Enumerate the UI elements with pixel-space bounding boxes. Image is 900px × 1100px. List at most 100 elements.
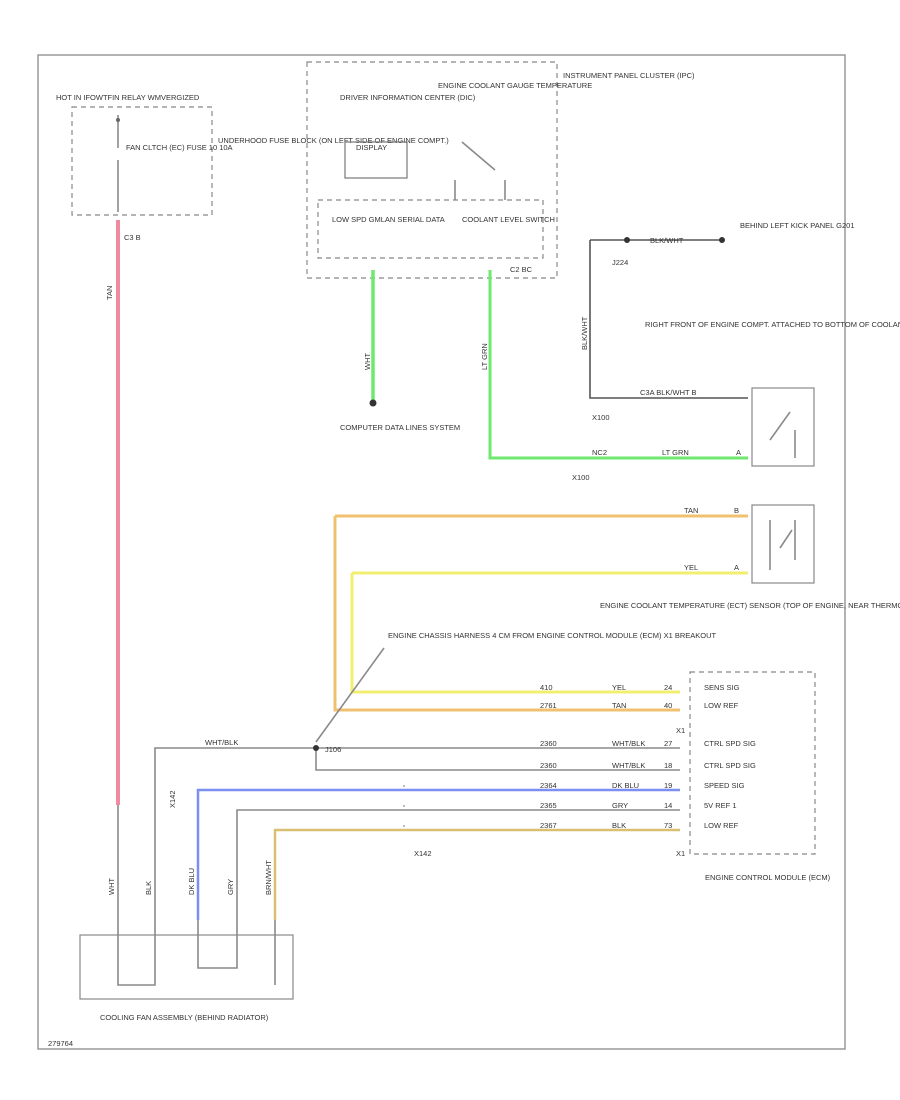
ect-sensor-label: ENGINE COOLANT TEMPERATURE (ECT) SENSOR …: [600, 601, 900, 610]
splice-wire-bottom: [315, 748, 680, 771]
fan-wire-label: BLK: [144, 881, 153, 895]
level-sensor-box: [751, 387, 815, 467]
ecm-pin-number: 73: [664, 821, 672, 830]
dic-display: [344, 141, 408, 179]
splice-wire-top: [154, 747, 680, 805]
diagram-frame: [37, 54, 846, 1050]
fuse-symbol: FAN CLTCH (EC) FUSE 10 10A: [116, 115, 233, 212]
ecm-title: ENGINE CONTROL MODULE (ECM): [705, 873, 831, 882]
ecm-pin-circuit: 410: [540, 683, 553, 692]
ect-sensor-box: [751, 504, 815, 584]
ecm-pin-number: 24: [664, 683, 672, 692]
ecm-pin-color: YEL: [612, 683, 626, 692]
ground-splice-dot: [624, 237, 630, 243]
pink-wire-label: TAN: [105, 286, 114, 300]
ecm-pin-number: 18: [664, 761, 672, 770]
level-connector-2: X100: [572, 473, 590, 482]
ecm-pin-number: 19: [664, 781, 672, 790]
fan-wire-label: BRN/WHT: [264, 860, 273, 895]
serial-label: LOW SPD GMLAN SERIAL DATA: [332, 215, 445, 224]
ect-sensor-symbol: [769, 520, 796, 570]
svg-text:FAN CLTCH (EC) FUSE 10 10A: FAN CLTCH (EC) FUSE 10 10A: [126, 143, 233, 152]
dic-label: DRIVER INFORMATION CENTER (DIC): [340, 93, 476, 102]
ecm-pin-label: LOW REF: [704, 821, 739, 830]
figure-id: 279764: [48, 1039, 73, 1048]
data-wire-label: WHT: [363, 353, 372, 370]
ecm-pin-label: 5V REF 1: [704, 801, 737, 810]
ect-tan-wire: [333, 514, 748, 712]
fan-wire-label: DK BLU: [187, 868, 196, 895]
fan-wire-label: WHT: [107, 878, 116, 895]
level-sensor-gnd: C3A BLK/WHT B: [640, 388, 697, 397]
ecm-pin-color: WHT/BLK: [612, 739, 645, 748]
ecm-pin-circuit: 2365: [540, 801, 557, 810]
gauge-switch: [454, 141, 506, 200]
ect-wire1-color: TAN: [684, 506, 698, 515]
ecm-pin-number: 40: [664, 701, 672, 710]
ecm-pin-number: 14: [664, 801, 672, 810]
data-system-label: COMPUTER DATA LINES SYSTEM: [340, 423, 460, 432]
fan-assembly-box: [79, 934, 294, 1000]
ecm-pin-label: SPEED SIG: [704, 781, 745, 790]
ecm-pin-color: TAN: [612, 701, 626, 710]
ground-wire: [589, 239, 748, 399]
ect-wire2-pin: A: [734, 563, 739, 572]
ipc-connector: C2 BC: [510, 265, 533, 274]
ecm-pin-color: DK BLU: [612, 781, 639, 790]
ecm-pin-label: CTRL SPD SIG: [704, 739, 756, 748]
level-wire: [488, 270, 748, 460]
ecm-pin-circuit: 2761: [540, 701, 557, 710]
level-sensor-label: RIGHT FRONT OF ENGINE COMPT. ATTACHED TO…: [645, 320, 900, 329]
fan-wire-stubs: [117, 805, 276, 935]
fuse-block-name: UNDERHOOD FUSE BLOCK (ON LEFT SIDE OF EN…: [218, 136, 449, 145]
level-wire-color: LT GRN: [662, 448, 689, 457]
blue-wire: [196, 788, 680, 920]
ground-wire-vertical: BLK/WHT: [580, 316, 589, 350]
ipc-title: INSTRUMENT PANEL CLUSTER (IPC): [563, 71, 695, 80]
ect-wire1-pin: B: [734, 506, 739, 515]
ground-wire-label: BLK/WHT: [650, 236, 684, 245]
harness-leader: [315, 647, 385, 743]
ground-terminal: [719, 237, 725, 243]
level-wire-circuit: NC2: [592, 448, 607, 457]
ecm-box: [689, 671, 816, 855]
ipc-box: [306, 61, 558, 279]
splice-j: J106: [325, 745, 341, 754]
ipc-inner-box: [317, 199, 544, 259]
level-switch-label: COOLANT LEVEL SWITCH: [462, 215, 555, 224]
gray-wire: [236, 809, 680, 920]
hot-label: HOT IN IFOWTFIN RELAY WMVERGIZED: [56, 93, 200, 102]
gauge-label: ENGINE COOLANT GAUGE TEMPERATURE: [438, 81, 592, 90]
fan-internal: [117, 935, 276, 986]
level-sensor-pin: A: [736, 448, 741, 457]
ecm-pin-color: GRY: [612, 801, 628, 810]
fan-wire-label: GRY: [226, 879, 235, 895]
x142-label-bottom: X142: [414, 849, 432, 858]
ecm-pin-circuit: 2364: [540, 781, 557, 790]
ecm-pin-color: WHT/BLK: [612, 761, 645, 770]
harness-note: ENGINE CHASSIS HARNESS 4 CM FROM ENGINE …: [388, 631, 717, 640]
ecm-pin-color: BLK: [612, 821, 626, 830]
level-sensor-switch: [769, 411, 796, 458]
ecm-pin-circuit: 2360: [540, 761, 557, 770]
level-wire-label: LT GRN: [480, 343, 489, 370]
splice-dot: [313, 745, 319, 751]
fuse-block-box: [71, 106, 213, 216]
ecm-pin-label: CTRL SPD SIG: [704, 761, 756, 770]
x142-label-top: X142: [168, 790, 177, 808]
ecm-pin-number: 27: [664, 739, 672, 748]
ect-wire2-color: YEL: [684, 563, 698, 572]
data-wire-terminal: [369, 399, 377, 407]
olive-wire: [273, 828, 680, 920]
ecm-pin-label: LOW REF: [704, 701, 739, 710]
level-sensor-connector: X100: [592, 413, 610, 422]
ground-splice: J224: [612, 258, 628, 267]
splice-wire-label: WHT/BLK: [205, 738, 238, 747]
fuse-pin: C3 B: [124, 233, 141, 242]
ecm-connector: X1: [676, 726, 685, 735]
display-label: DISPLAY: [356, 143, 387, 152]
fan-label: COOLING FAN ASSEMBLY (BEHIND RADIATOR): [100, 1013, 269, 1022]
ecm-pin-label: SENS SIG: [704, 683, 740, 692]
